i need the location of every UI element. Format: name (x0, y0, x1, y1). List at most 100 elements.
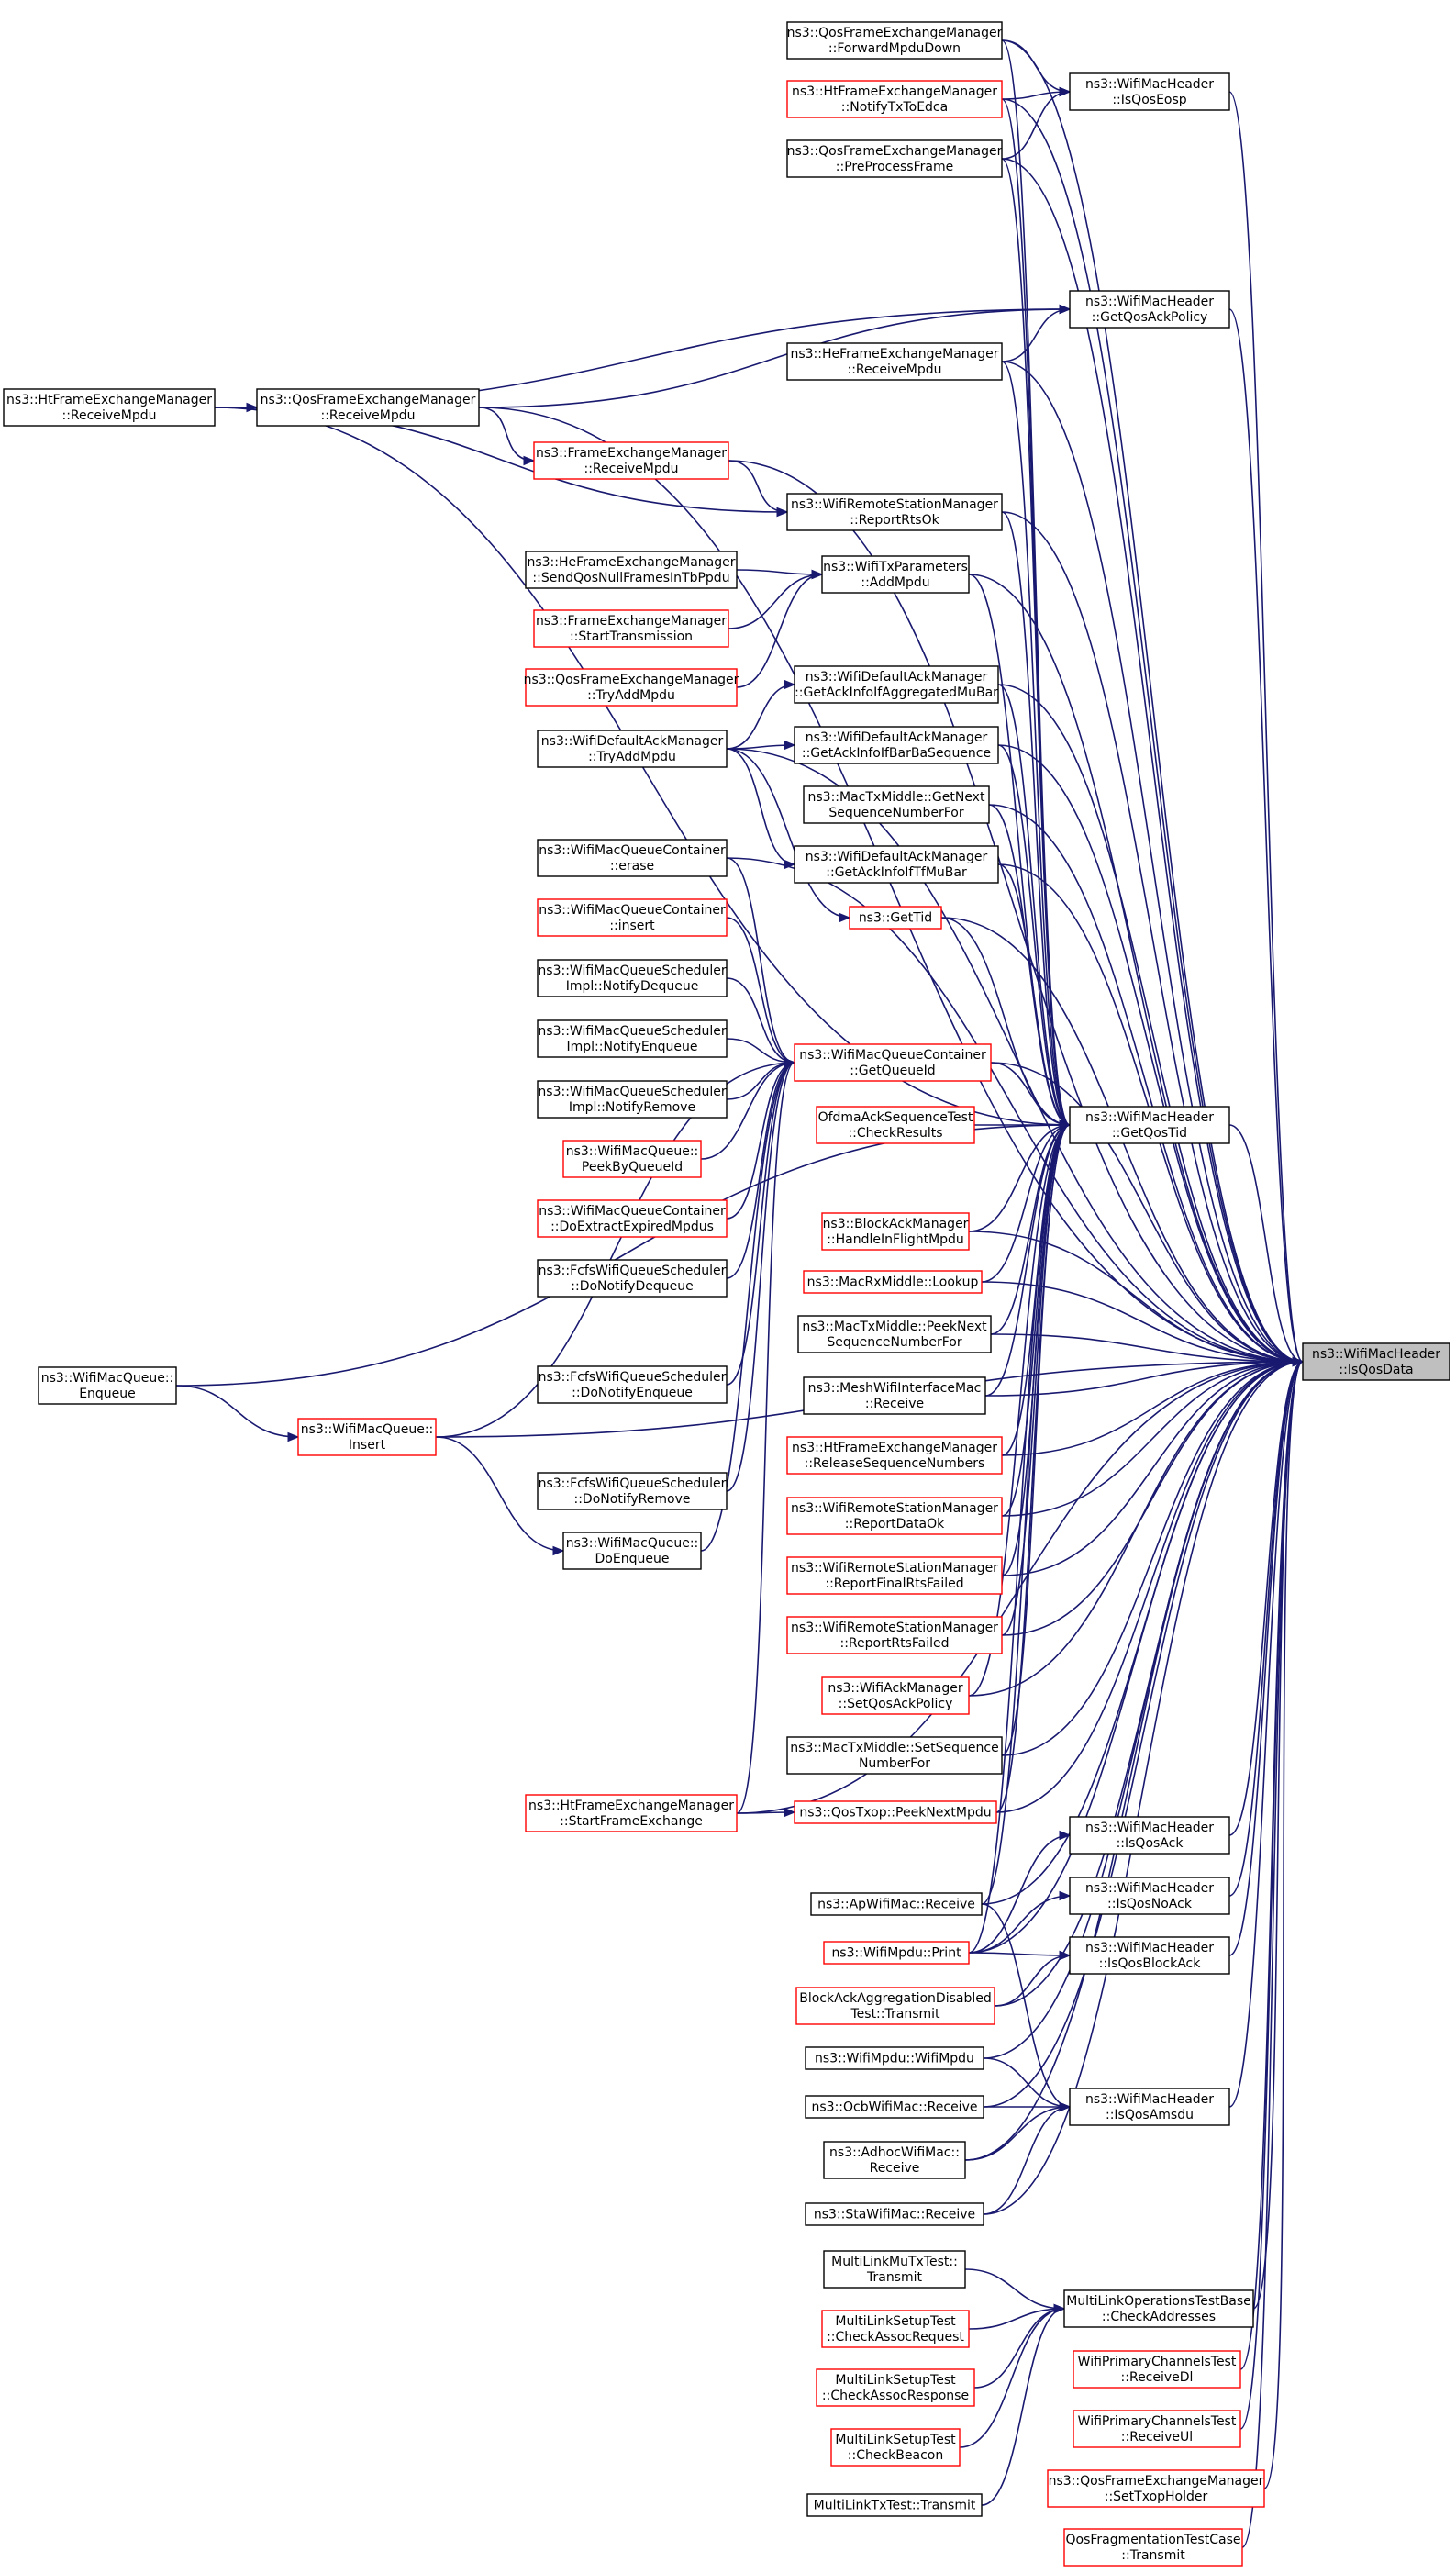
edge-wifimpdu-to-isqosamsdu (983, 2057, 1071, 2108)
node-ferecv[interactable]: ns3::FrameExchangeManager::ReceiveMpdu (533, 441, 729, 480)
node-herecv[interactable]: ns3::HeFrameExchangeManager::ReceiveMpdu (786, 342, 1003, 381)
node-schednotifydeq[interactable]: ns3::WifiMacQueueSchedulerImpl::NotifyDe… (537, 959, 728, 997)
node-qostryadd[interactable]: ns3::QosFrameExchangeManager::TryAddMpdu (524, 668, 739, 707)
node-peekbyqid[interactable]: ns3::WifiMacQueue::PeekByQueueId (562, 1140, 702, 1178)
node-getqueueid[interactable]: ns3::WifiMacQueueContainer::GetQueueId (794, 1043, 992, 1082)
node-acktryadd[interactable]: ns3::WifiDefaultAckManager::TryAddMpdu (537, 730, 728, 768)
node-qosfrag[interactable]: QosFragmentationTestCase::Transmit (1063, 2528, 1243, 2567)
node-startfe[interactable]: ns3::HtFrameExchangeManager::StartFrameE… (525, 1794, 738, 1832)
edge-setseq-to-isqosdata (1001, 1361, 1304, 1756)
node-reportdataok[interactable]: ns3::WifiRemoteStationManager::ReportDat… (786, 1497, 1003, 1535)
node-qcerase[interactable]: ns3::WifiMacQueueContainer::erase (537, 839, 728, 877)
node-isqosblockack[interactable]: ns3::WifiMacHeader::IsQosBlockAck (1069, 1936, 1230, 1975)
edge-ackbarba-to-getqostid (997, 744, 1071, 1126)
node-bainflight[interactable]: ns3::BlockAckManager::HandleInFlightMpdu (821, 1212, 970, 1251)
node-sendqosnull[interactable]: ns3::HeFrameExchangeManager::SendQosNull… (525, 551, 738, 589)
node-box (821, 1212, 970, 1251)
node-acktfmubar[interactable]: ns3::WifiDefaultAckManager::GetAckInfoIf… (794, 845, 999, 884)
node-gettid[interactable]: ns3::GetTid (849, 906, 942, 930)
node-isqosamsdu[interactable]: ns3::WifiMacHeader::IsQosAmsdu (1069, 2088, 1230, 2126)
node-starecv[interactable]: ns3::StaWifiMac::Receive (805, 2202, 984, 2226)
node-wifimpdu[interactable]: ns3::WifiMpdu::WifiMpdu (805, 2046, 984, 2070)
node-fwd[interactable]: ns3::QosFrameExchangeManager::ForwardMpd… (786, 21, 1003, 60)
node-releaseseq[interactable]: ns3::HtFrameExchangeManager::ReleaseSequ… (786, 1436, 1003, 1475)
node-meshrecv[interactable]: ns3::MeshWifiInterfaceMac::Receive (803, 1376, 986, 1415)
node-label: ns3::WifiDefaultAckManager (806, 850, 988, 864)
edge-rxlookup-to-isqosdata (981, 1281, 1304, 1363)
node-wmqinsert[interactable]: ns3::WifiMacQueue::Insert (297, 1418, 437, 1456)
node-mlassocresp[interactable]: MultiLinkSetupTest::CheckAssocResponse (816, 2368, 975, 2407)
node-macnextseq[interactable]: ns3::MacTxMiddle::GetNextSequenceNumberF… (803, 785, 990, 824)
node-fcfsrem[interactable]: ns3::FcfsWifiQueueScheduler::DoNotifyRem… (537, 1472, 728, 1510)
node-label: ns3::MacTxMiddle::SetSequence (790, 1741, 998, 1755)
node-mlcheckaddr[interactable]: MultiLinkOperationsTestBase::CheckAddres… (1063, 2289, 1254, 2328)
node-fcfsenq[interactable]: ns3::FcfsWifiQueueScheduler::DoNotifyEnq… (537, 1365, 728, 1404)
node-ofdmack[interactable]: OfdmaAckSequenceTest::CheckResults (816, 1106, 975, 1144)
node-fcfsdeq[interactable]: ns3::FcfsWifiQueueScheduler::DoNotifyDeq… (537, 1259, 728, 1298)
node-label: ns3::WifiDefaultAckManager (806, 670, 988, 685)
node-label: ::ReceiveMpdu (321, 408, 416, 423)
node-getqosack[interactable]: ns3::WifiMacHeader::GetQosAckPolicy (1069, 290, 1230, 329)
node-isqoseosp[interactable]: ns3::WifiMacHeader::IsQosEosp (1069, 72, 1230, 111)
node-reportfinalrts[interactable]: ns3::WifiRemoteStationManager::ReportFin… (786, 1556, 1003, 1595)
node-reportrts[interactable]: ns3::WifiRemoteStationManager::ReportRts… (786, 493, 1003, 531)
node-primul[interactable]: WifiPrimaryChannelsTest::ReceiveUl (1073, 2410, 1241, 2448)
node-peeknextseq[interactable]: ns3::MacTxMiddle::PeekNextSequenceNumber… (797, 1315, 992, 1353)
node-preproc[interactable]: ns3::QosFrameExchangeManager::PreProcess… (786, 139, 1003, 178)
node-box (533, 441, 729, 480)
node-settxop[interactable]: ns3::QosFrameExchangeManager::SetTxopHol… (1047, 2469, 1265, 2508)
node-peeknextmpdu[interactable]: ns3::QosTxop::PeekNextMpdu (794, 1800, 997, 1824)
node-ackbarba[interactable]: ns3::WifiDefaultAckManager::GetAckInfoIf… (794, 726, 999, 764)
node-rxlookup[interactable]: ns3::MacRxMiddle::Lookup (803, 1270, 983, 1294)
node-box (803, 1376, 986, 1415)
node-notifytx[interactable]: ns3::HtFrameExchangeManager::NotifyTxToE… (786, 80, 1003, 118)
edge-isqosamsdu-to-isqosdata (1228, 1361, 1304, 2108)
node-mpduprint[interactable]: ns3::WifiMpdu::Print (823, 1941, 970, 1965)
node-mlassocreq[interactable]: MultiLinkSetupTest::CheckAssocRequest (821, 2310, 970, 2348)
node-mlmutx[interactable]: MultiLinkMuTxTest::Transmit (823, 2250, 966, 2289)
node-primdl[interactable]: WifiPrimaryChannelsTest::ReceiveDl (1073, 2350, 1241, 2389)
node-label: ::ReportFinalRtsFailed (825, 1576, 963, 1591)
node-label: ns3::WifiMacHeader (1085, 77, 1214, 92)
node-ackmubar[interactable]: ns3::WifiDefaultAckManager::GetAckInfoIf… (794, 665, 999, 704)
node-txaddmpdu[interactable]: ns3::WifiTxParameters::AddMpdu (821, 555, 970, 594)
node-mltx[interactable]: MultiLinkTxTest::Transmit (806, 2493, 983, 2517)
edge-mpduprint-to-getqostid (968, 1124, 1071, 1954)
node-qosrecv[interactable]: ns3::QosFrameExchangeManager::ReceiveMpd… (256, 388, 480, 427)
node-box (803, 1270, 983, 1294)
node-label: ns3::WifiDefaultAckManager (806, 730, 988, 745)
node-isqosdata[interactable]: ns3::WifiMacHeader::IsQosData (1302, 1342, 1450, 1381)
node-qcinsert[interactable]: ns3::WifiMacQueueContainer::insert (537, 898, 728, 937)
node-badisabled[interactable]: BlockAckAggregationDisabledTest::Transmi… (795, 1987, 995, 2025)
node-wmqdoenq[interactable]: ns3::WifiMacQueue::DoEnqueue (562, 1532, 702, 1570)
node-isqosnoack[interactable]: ns3::WifiMacHeader::IsQosNoAck (1069, 1877, 1230, 1915)
node-box (1302, 1342, 1450, 1381)
edge-ackbarba-to-isqosdata (997, 744, 1304, 1363)
arrowhead-isqosdata (1292, 1356, 1305, 1367)
node-doextract[interactable]: ns3::WifiMacQueueContainer::DoExtractExp… (537, 1199, 728, 1238)
node-label: ns3::GetTid (859, 911, 932, 926)
node-schednotifyenq[interactable]: ns3::WifiMacQueueSchedulerImpl::NotifyEn… (537, 1019, 728, 1058)
node-label: ::TryAddMpdu (588, 750, 676, 764)
node-adhocrecv[interactable]: ns3::AdhocWifiMac::Receive (823, 2141, 966, 2179)
node-label: ::IsQosData (1339, 1363, 1413, 1377)
node-ocbrecv[interactable]: ns3::OcbWifiMac::Receive (805, 2095, 984, 2119)
node-aprecv[interactable]: ns3::ApWifiMac::Receive (810, 1892, 983, 1916)
node-starttx[interactable]: ns3::FrameExchangeManager::StartTransmis… (533, 609, 729, 648)
node-label: NumberFor (859, 1756, 930, 1771)
node-mlbeacon[interactable]: MultiLinkSetupTest::CheckBeacon (830, 2428, 961, 2467)
node-reportrtsfail[interactable]: ns3::WifiRemoteStationManager::ReportRts… (786, 1616, 1003, 1654)
node-box (810, 1892, 983, 1916)
edge-notifytx-to-getqostid (1001, 98, 1071, 1126)
arrowhead-getqosack (1059, 304, 1072, 315)
node-isqosack[interactable]: ns3::WifiMacHeader::IsQosAck (1069, 1816, 1230, 1855)
node-getqostid[interactable]: ns3::WifiMacHeader::GetQosTid (1069, 1106, 1230, 1144)
node-setqosack[interactable]: ns3::WifiAckManager::SetQosAckPolicy (821, 1676, 970, 1715)
edge-fcfsenq-to-getqueueid (726, 1062, 795, 1386)
node-label: Receive (870, 2161, 920, 2176)
node-wmqenqueue[interactable]: ns3::WifiMacQueue::Enqueue (38, 1366, 177, 1405)
node-schednotifyrem[interactable]: ns3::WifiMacQueueSchedulerImpl::NotifyRe… (537, 1080, 728, 1119)
node-label: ns3::WifiRemoteStationManager (791, 1561, 998, 1576)
node-htrecv[interactable]: ns3::HtFrameExchangeManager::ReceiveMpdu (3, 388, 216, 427)
